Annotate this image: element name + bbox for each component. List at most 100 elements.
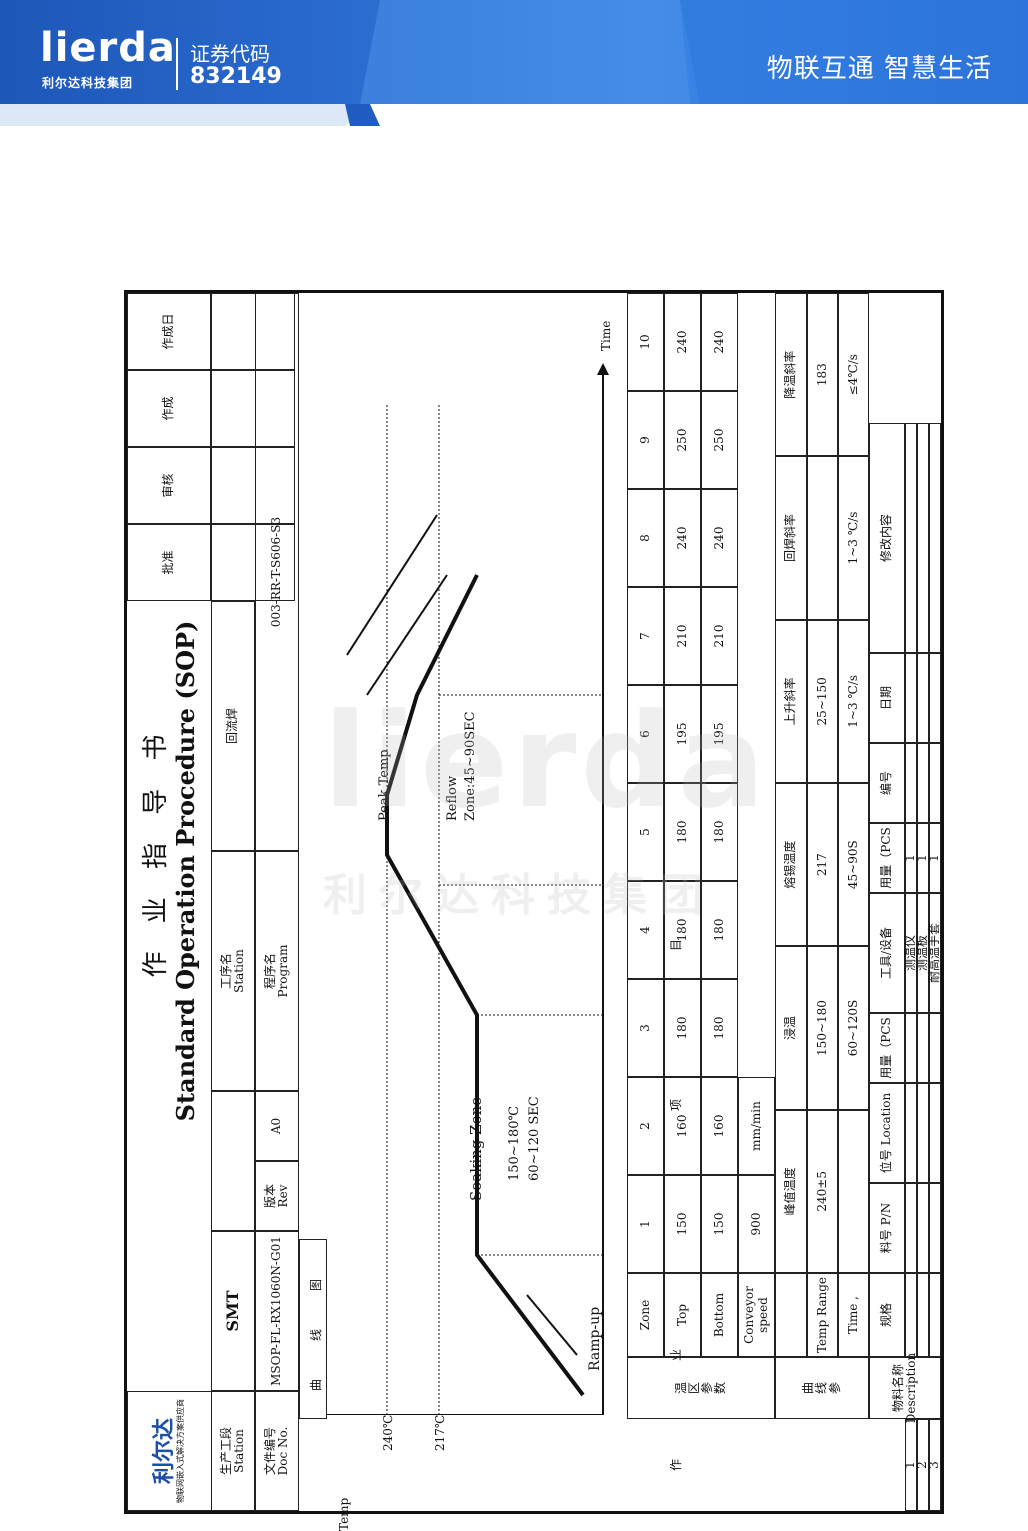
review-header: 审核 <box>127 447 211 524</box>
brand-logo: lierda <box>40 25 176 71</box>
zone-cell-2-10: 240 <box>701 293 738 391</box>
zone-cell-0-10: 10 <box>627 293 664 391</box>
curve-param-header-0: 峰值温度 <box>775 1109 807 1273</box>
docno-label-en: Doc No. <box>276 1426 290 1476</box>
material-cell-2-1 <box>929 1183 941 1273</box>
reflow-profile-chart <box>327 363 609 1415</box>
curve-param-header-2: 熔锡温度 <box>775 783 807 947</box>
watermark-subtitle: 利尔达科技集团 <box>323 870 715 921</box>
curve-param-label-2: 线 <box>814 1382 829 1395</box>
left-label-1: 作 <box>669 1458 683 1471</box>
zone-cell-1-9: 250 <box>664 391 701 489</box>
zone-cell-2-7: 210 <box>701 587 738 685</box>
make-header: 作成 <box>127 370 211 447</box>
make-date-header: 作成日 <box>127 293 211 370</box>
curve-param-row2-5: ≤4℃/s <box>838 293 869 457</box>
material-header-3: 用量（PCS <box>869 1013 905 1083</box>
station-label-en: Station <box>232 1429 246 1473</box>
slogan: 物联互通 智慧生活 <box>766 54 992 84</box>
material-cell-2-6 <box>929 743 941 823</box>
curve-param-row1-0: 240±5 <box>807 1109 838 1273</box>
material-header-2: 位号 Location <box>869 1083 905 1183</box>
zone-cell-0-8: 8 <box>627 489 664 587</box>
material-cell-2-5: 1 <box>927 823 941 893</box>
t217-label: 217℃ <box>433 1414 447 1451</box>
peak-arrow-2 <box>346 514 438 656</box>
material-header-8: 修改内容 <box>869 423 905 653</box>
material-cell-1-3 <box>917 1013 929 1083</box>
banner-decoration <box>0 0 1028 126</box>
curve-param-row1-2: 217 <box>807 783 838 947</box>
material-header-6: 编号 <box>869 743 905 823</box>
zone-cell-0-0: Zone <box>627 1273 664 1357</box>
zone-cell-1-10: 240 <box>664 293 701 391</box>
station-value: SMT <box>211 1231 255 1391</box>
ramp-up-label: Ramp-up <box>587 1306 603 1371</box>
zone-cell-1-3: 180 <box>664 979 701 1077</box>
approve-header: 批准 <box>127 524 211 601</box>
zone-param-label-cell: 温 区 参 数 <box>627 1357 775 1419</box>
zone-cell-2-0: Bottom <box>701 1273 738 1357</box>
program-value: 003-RR-T-S606-S3 <box>255 293 299 851</box>
stock-code: 832149 <box>190 64 282 89</box>
material-cell-2-4: 耐高温手套 <box>927 893 941 1013</box>
t240-label: 240℃ <box>381 1414 395 1451</box>
material-cell-1-8 <box>917 423 929 653</box>
ramp-arrow <box>526 1294 578 1356</box>
zone-cell-0-2: 2 <box>627 1077 664 1175</box>
program-label: 程序名 Program <box>255 851 299 1091</box>
material-header-1: 料号 P/N <box>869 1183 905 1273</box>
rev-label: 版本 Rev <box>255 1161 299 1231</box>
curve-param-row1-label: Temp Range <box>807 1273 838 1357</box>
zone-cell-2-1: 150 <box>701 1175 738 1273</box>
soaking-range-label: 150~180℃ <box>507 1105 522 1181</box>
zone-cell-2-9: 250 <box>701 391 738 489</box>
zone-param-label-4: 数 <box>713 1382 728 1395</box>
docno-value: MSOP-FL-RX1060N-G01 <box>255 1231 299 1391</box>
curve-param-row1-1: 150~180 <box>807 946 838 1110</box>
header-banner: lierda 利尔达科技集团 证券代码 832149 物联互通 智慧生活 <box>0 0 1028 126</box>
brand-logo-subtitle: 利尔达科技集团 <box>42 76 134 90</box>
curve-param-row2-0 <box>838 1109 869 1273</box>
material-header-4: 工具/设备 <box>869 893 905 1013</box>
zone-cell-2-2: 160 <box>701 1077 738 1175</box>
temp-axis-label: Temp <box>337 1497 351 1531</box>
curve-param-row2-label: Time , <box>838 1273 869 1357</box>
curve-param-row1-5: 183 <box>807 293 838 457</box>
conveyor-value: 900 <box>738 1175 775 1273</box>
material-cell-1-1 <box>917 1183 929 1273</box>
curve-label-2: 线 <box>309 1328 323 1341</box>
stock-label: 证券代码 <box>190 42 270 66</box>
rev-label-en: Rev <box>276 1184 290 1208</box>
watermark-logo: lierda <box>323 685 770 837</box>
process-label-en: Station <box>232 949 246 993</box>
curve-param-header-5: 降温斜率 <box>775 293 807 457</box>
sop-document: 利尔达 物联网嵌入式解决方案供应商 作 业 指 导 书 Standard Ope… <box>124 290 944 1531</box>
zone-cell-1-0: Top <box>664 1273 701 1357</box>
soaking-time-label: 60~120 SEC <box>527 1096 542 1181</box>
material-cell-0-8 <box>905 423 917 653</box>
curve-param-row2-2: 45~90S <box>838 783 869 947</box>
zone-cell-0-7: 7 <box>627 587 664 685</box>
logo-caption: 物联网嵌入式解决方案供应商 <box>176 1399 186 1503</box>
time-axis-arrow <box>597 363 609 375</box>
company-logo: 利尔达 <box>152 1418 177 1485</box>
sop-sheet: 利尔达 物联网嵌入式解决方案供应商 作 业 指 导 书 Standard Ope… <box>127 293 941 1531</box>
material-row-no-2: 3 <box>927 1419 941 1511</box>
zone-cell-0-9: 9 <box>627 391 664 489</box>
zone-cell-1-7: 210 <box>664 587 701 685</box>
curve-param-row2-1: 60~120S <box>838 946 869 1110</box>
curve-param-header-3: 上升斜率 <box>775 619 807 783</box>
zone-cell-2-8: 240 <box>701 489 738 587</box>
material-cell-0-7 <box>905 653 917 743</box>
process-value: 回流焊 <box>211 601 255 851</box>
zone-cell-2-3: 180 <box>701 979 738 1077</box>
material-cell-1-0 <box>917 1273 929 1357</box>
material-cell-0-6 <box>905 743 917 823</box>
material-cell-1-7 <box>917 653 929 743</box>
peak-arrow-1 <box>366 574 448 696</box>
conveyor-label: Conveyor speed <box>738 1273 775 1357</box>
material-cell-2-8 <box>929 423 941 653</box>
zone-cell-0-1: 1 <box>627 1175 664 1273</box>
material-cell-0-1 <box>905 1183 917 1273</box>
